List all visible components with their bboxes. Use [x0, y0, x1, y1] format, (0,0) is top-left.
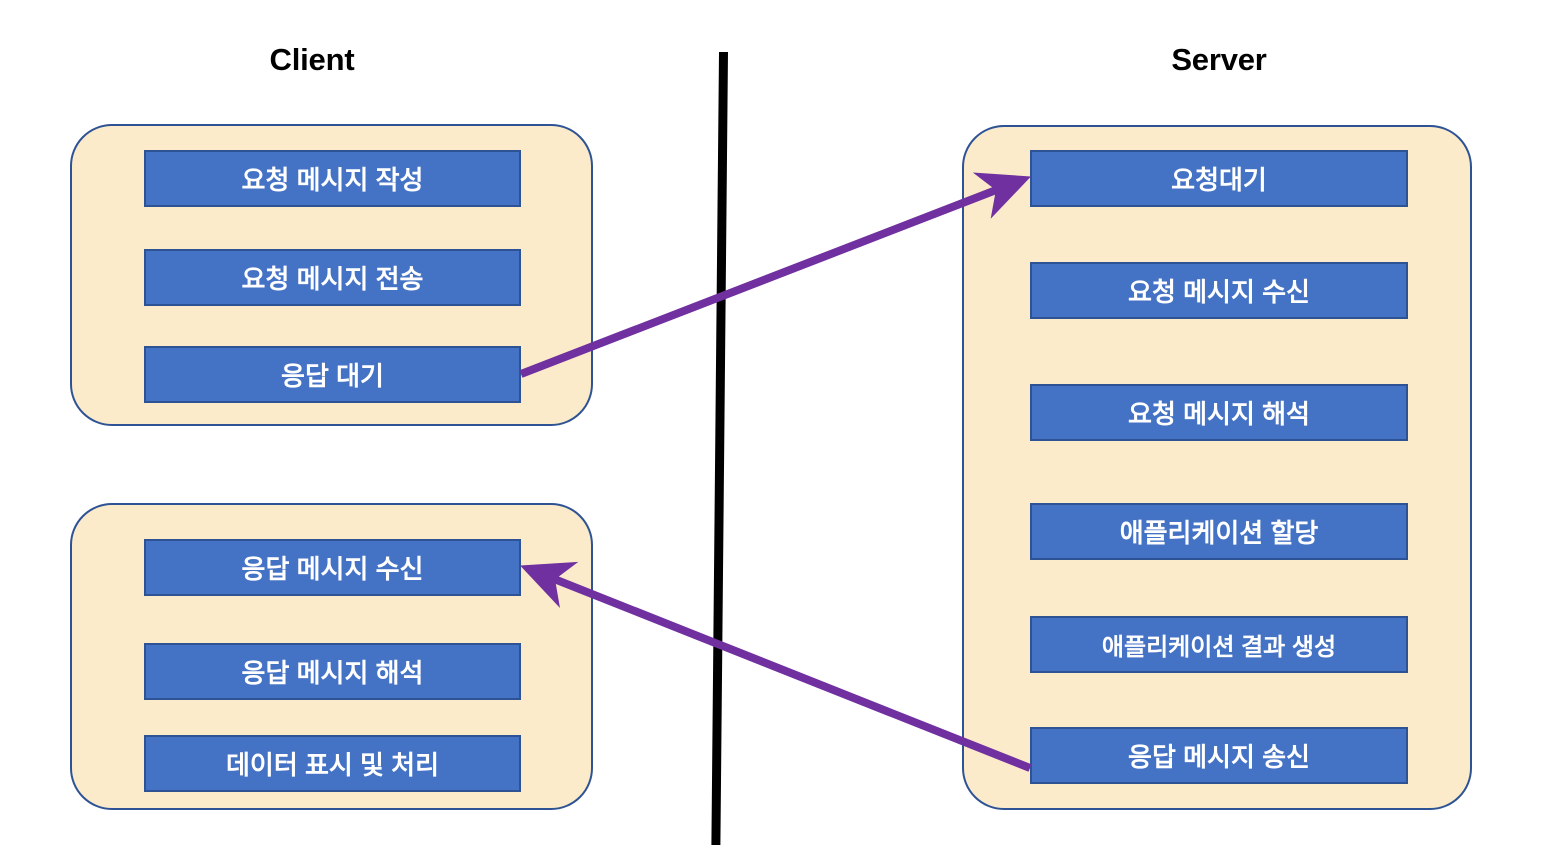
server-group-panel — [962, 125, 1472, 810]
server-step-allocate-application[interactable]: 애플리케이션 할당 — [1030, 503, 1408, 560]
client-server-divider — [711, 52, 728, 845]
response-arrow — [520, 561, 1032, 772]
client-step-send-request[interactable]: 요청 메시지 전송 — [144, 249, 521, 306]
page-title-client: Client — [269, 42, 355, 77]
client-step-compose-request[interactable]: 요청 메시지 작성 — [144, 150, 521, 207]
client-step-display-data[interactable]: 데이터 표시 및 처리 — [144, 735, 521, 792]
request-arrow — [519, 172, 1031, 378]
server-step-await-request[interactable]: 요청대기 — [1030, 150, 1408, 207]
client-step-receive-response[interactable]: 응답 메시지 수신 — [144, 539, 521, 596]
client-step-parse-response[interactable]: 응답 메시지 해석 — [144, 643, 521, 700]
server-step-generate-result[interactable]: 애플리케이션 결과 생성 — [1030, 616, 1408, 673]
server-step-send-response[interactable]: 응답 메시지 송신 — [1030, 727, 1408, 784]
server-step-parse-request[interactable]: 요청 메시지 해석 — [1030, 384, 1408, 441]
server-step-receive-request[interactable]: 요청 메시지 수신 — [1030, 262, 1408, 319]
client-step-await-response[interactable]: 응답 대기 — [144, 346, 521, 403]
page-title-server: Server — [1171, 42, 1267, 77]
